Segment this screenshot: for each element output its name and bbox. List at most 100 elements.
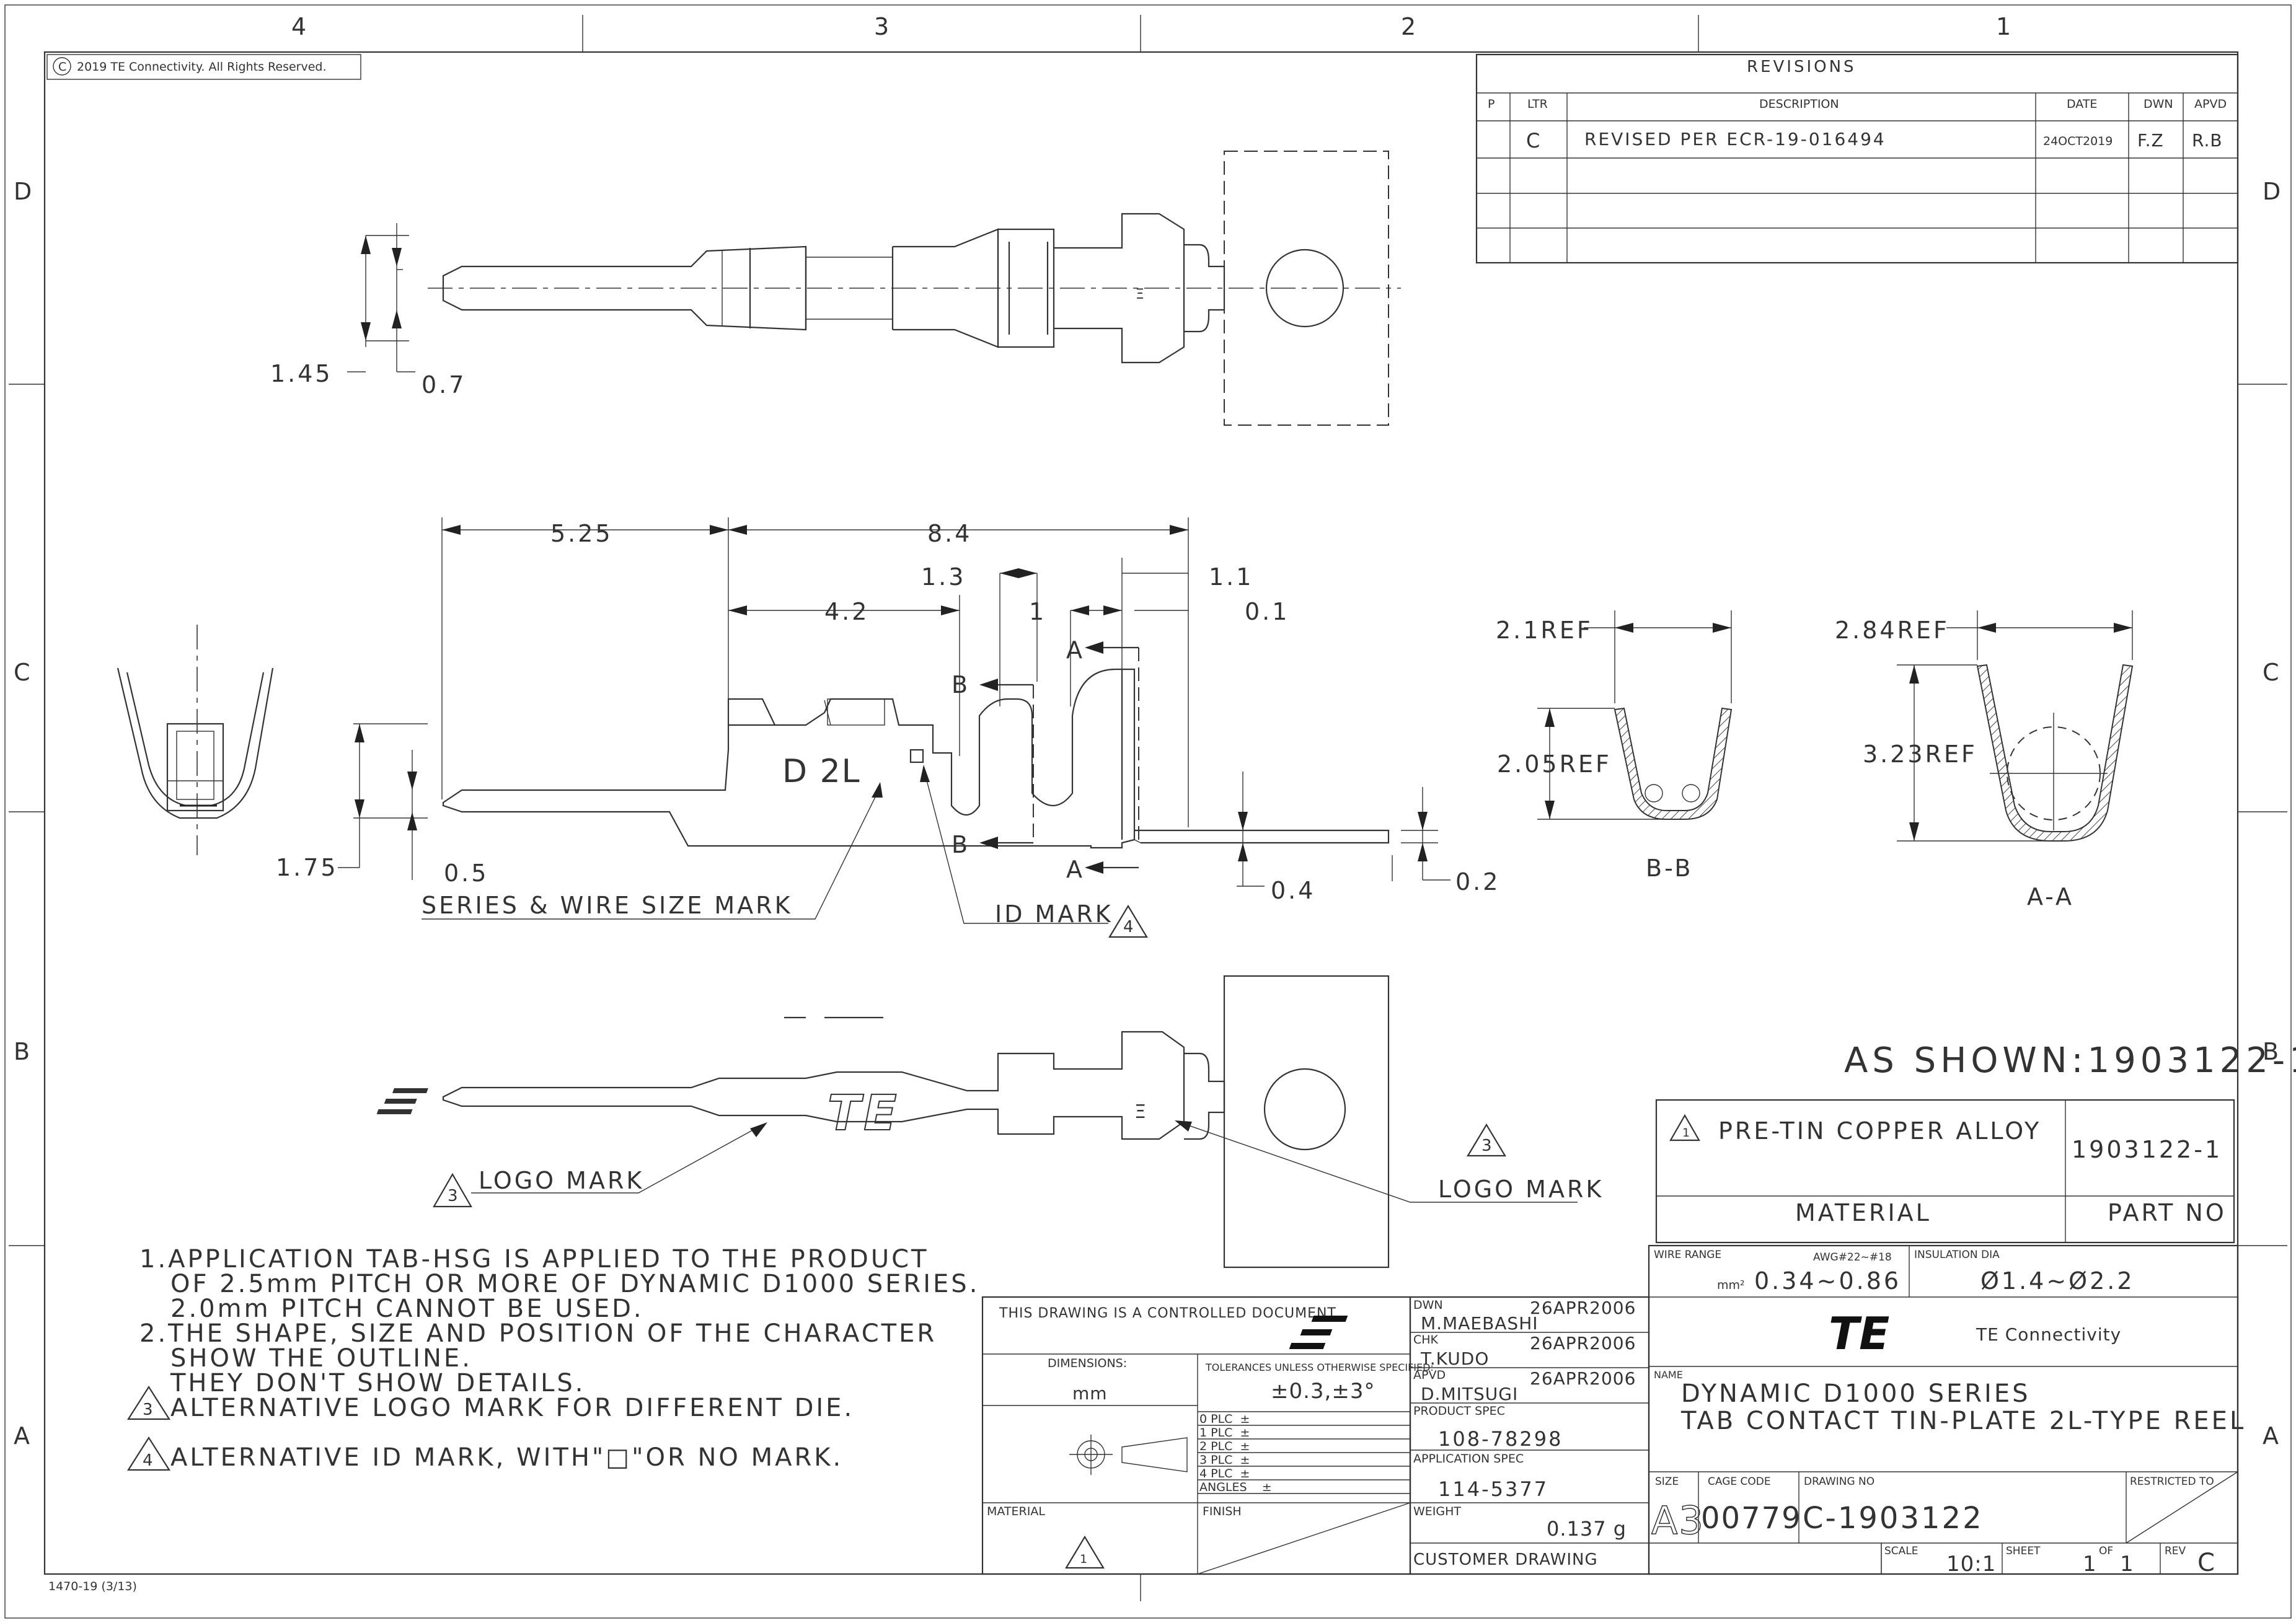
logo-flag-left-icon: [433, 1172, 472, 1208]
dim-side-1-75: 1.75: [276, 854, 338, 881]
dim-top-height: 1.45: [270, 360, 333, 387]
material-field-label: MATERIAL: [987, 1505, 1045, 1518]
plc-row-2: 2 PLC ±: [1199, 1440, 1250, 1453]
dim-side-0-5: 0.5: [444, 860, 488, 887]
dim-side-1: 1: [1029, 598, 1046, 625]
material-value: PRE-TIN COPPER ALLOY: [1718, 1117, 2041, 1145]
te-logo: [1289, 1316, 1348, 1349]
zone-row-a-right: A: [2263, 1422, 2281, 1449]
scale-value: 10:1: [1946, 1552, 1996, 1577]
product-spec-label: PRODUCT SPEC: [1413, 1404, 1505, 1418]
zone-row-c-right: C: [2263, 659, 2282, 686]
zone-col-4: 4: [291, 13, 309, 40]
logo-flag-right-icon: [1467, 1123, 1506, 1157]
te-logo-pin: [376, 1088, 428, 1114]
product-spec: 108-78298: [1438, 1427, 1563, 1451]
copyright-text: 2019 TE Connectivity. All Rights Reserve…: [77, 60, 327, 74]
size-label: SIZE: [1655, 1476, 1679, 1488]
company-name: TE Connectivity: [1976, 1324, 2121, 1345]
logo-mark-small-bottom: Ξ: [1134, 1101, 1147, 1123]
note-line-7: ALTERNATIVE LOGO MARK FOR DIFFERENT DIE.: [170, 1394, 854, 1422]
id-mark-label: ID MARK: [995, 900, 1113, 928]
rev-row-ltr: C: [1526, 129, 1540, 152]
chk-name: T.KUDO: [1420, 1348, 1489, 1369]
tolerances-value: ±0.3,±3°: [1271, 1379, 1375, 1404]
plc-row-angles: ANGLES ±: [1199, 1480, 1272, 1494]
rev-value: C: [2197, 1549, 2215, 1577]
section-a-marker-top: A: [1066, 636, 1085, 664]
insulation-range: Ø1.4~Ø2.2: [1980, 1267, 2135, 1295]
dim-aa-width: 2.84REF: [1835, 617, 1949, 644]
copyright-icon: [53, 57, 71, 76]
dwn-date: 26APR2006: [1530, 1298, 1636, 1318]
note-line-5: SHOW THE OUTLINE.: [170, 1344, 472, 1373]
weight: 0.137 g: [1547, 1517, 1627, 1541]
svg-text:1: 1: [1682, 1126, 1690, 1140]
note-line-8: ALTERNATIVE ID MARK, WITH"□"OR NO MARK.: [170, 1443, 843, 1472]
dimensions-label: DIMENSIONS:: [1048, 1357, 1127, 1370]
rev-header-dwn: DWN: [2144, 97, 2173, 111]
apvd-date: 26APR2006: [1530, 1368, 1636, 1389]
side-view: [338, 517, 1438, 924]
rev-header-p: P: [1488, 97, 1495, 111]
application-spec-label: APPLICATION SPEC: [1413, 1452, 1524, 1466]
section-aa-label: A-A: [2027, 883, 2074, 910]
dim-side-1-1: 1.1: [1209, 563, 1253, 591]
plc-row-4: 4 PLC ±: [1199, 1467, 1250, 1480]
restricted-label: RESTRICTED TO: [2130, 1476, 2214, 1488]
dim-side-0-1: 0.1: [1245, 598, 1289, 625]
rev-row-dwn: F.Z: [2137, 130, 2164, 151]
scale-label: SCALE: [1884, 1545, 1918, 1557]
note-flag-3: 3: [143, 1401, 154, 1419]
plc-row-1: 1 PLC ±: [1199, 1426, 1250, 1440]
svg-text:C: C: [58, 60, 66, 74]
dim-side-1-3: 1.3: [921, 563, 966, 591]
zone-row-d-left: D: [14, 178, 34, 205]
sheet-label: SHEET: [2006, 1545, 2041, 1557]
wire-range-label: WIRE RANGE: [1654, 1249, 1721, 1261]
logo-flag-right-number: 3: [1481, 1137, 1493, 1155]
dim-side-8-4: 8.4: [927, 520, 972, 547]
of-value: 1: [2120, 1552, 2134, 1577]
dim-side-0-2: 0.2: [1455, 868, 1500, 895]
note-flag-4: 4: [143, 1451, 154, 1470]
side-marking: D 2L: [782, 753, 861, 790]
part-no-label: PART NO: [2108, 1199, 2227, 1226]
application-spec: 114-5377: [1438, 1477, 1548, 1501]
tolerances-label: TOLERANCES UNLESS OTHERWISE SPECIFIED:: [1205, 1361, 1434, 1373]
dwn-label: DWN: [1413, 1298, 1443, 1312]
rev-label: REV: [2165, 1545, 2186, 1557]
zone-col-1: 1: [1996, 13, 2013, 40]
section-a-a: [1897, 610, 2134, 842]
zone-dividers: [9, 15, 2287, 1601]
wire-unit: mm²: [1717, 1278, 1745, 1292]
name-label: NAME: [1654, 1369, 1683, 1381]
controlled-document: THIS DRAWING IS A CONTROLLED DOCUMENT.: [999, 1306, 1340, 1321]
dim-side-4-2: 4.2: [824, 598, 869, 625]
note-line-2: OF 2.5mm PITCH OR MORE OF DYNAMIC D1000 …: [170, 1270, 979, 1298]
customer-drawing: CUSTOMER DRAWING: [1413, 1550, 1598, 1569]
rev-header-description: DESCRIPTION: [1759, 97, 1839, 111]
of-label: OF: [2099, 1545, 2113, 1557]
dim-side-5-25: 5.25: [550, 520, 613, 547]
section-b-marker-bottom: B: [952, 831, 970, 858]
wire-range: 0.34~0.86: [1754, 1267, 1901, 1295]
id-mark-flag-number: 4: [1123, 918, 1134, 936]
zone-row-d-right: D: [2263, 178, 2283, 205]
note-line-3: 2.0mm PITCH CANNOT BE USED.: [170, 1295, 644, 1323]
sheet-value: 1: [2083, 1552, 2097, 1577]
dim-bb-height: 2.05REF: [1497, 750, 1612, 778]
weight-label: WEIGHT: [1413, 1505, 1461, 1518]
series-wire-mark-label: SERIES & WIRE SIZE MARK: [422, 892, 793, 919]
dim-bb-width: 2.1REF: [1496, 617, 1593, 644]
dim-top-tip: 0.7: [422, 371, 466, 398]
logo-mark-left-label: LOGO MARK: [479, 1167, 644, 1194]
finish-label: FINISH: [1203, 1505, 1242, 1518]
chk-date: 26APR2006: [1530, 1333, 1636, 1353]
apvd-label: APVD: [1413, 1368, 1446, 1382]
drawing-no: C-1903122: [1803, 1501, 1984, 1536]
note-flag-3-icon: [126, 1385, 171, 1420]
title-block: [981, 1244, 2239, 1575]
end-view: [117, 625, 274, 855]
